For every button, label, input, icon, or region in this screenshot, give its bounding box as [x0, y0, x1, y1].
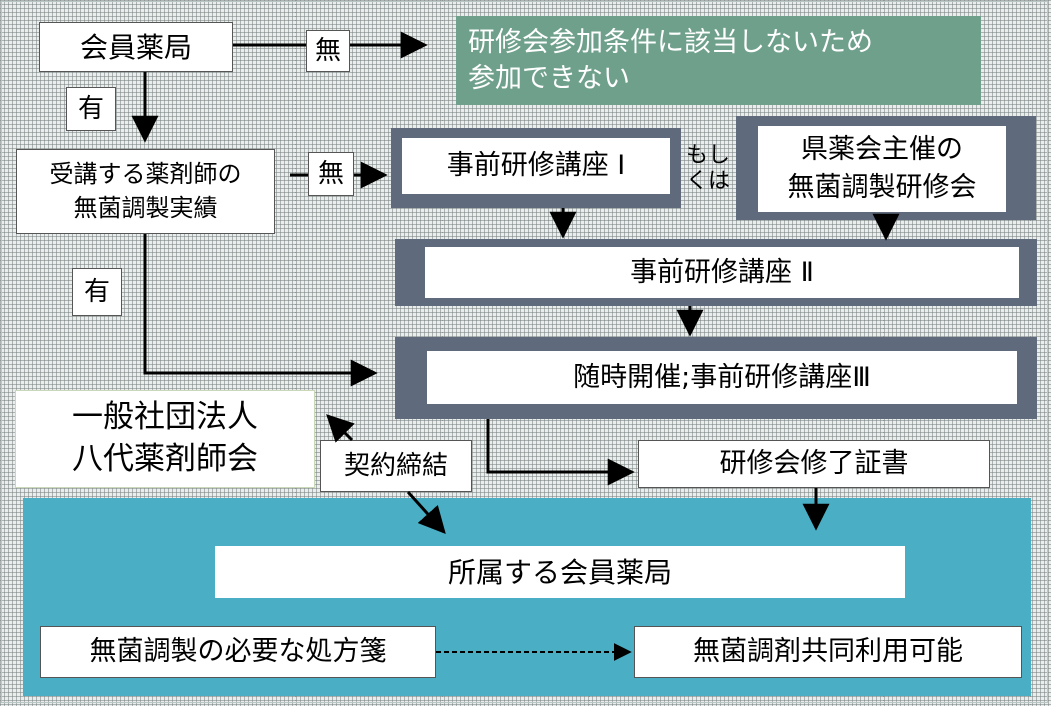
node-yatsushiro-association: 一般社団法人 八代薬剤師会: [15, 390, 315, 488]
node-yatsushiro-association-label: 一般社団法人 八代薬剤師会: [72, 399, 258, 477]
node-prescription-label: 無菌調製の必要な処方箋: [89, 636, 387, 668]
node-course-3-label: 随時開催;事前研修講座Ⅲ: [573, 361, 871, 393]
node-affiliated-pharmacy: 所属する会員薬局: [215, 546, 905, 598]
node-not-eligible: 研修会参加条件に該当しないため 参加できない: [456, 16, 981, 105]
connector-contract-pharmacy: [406, 490, 446, 535]
node-pharmacist-record-label: 受講する薬剤師の 無菌調製実績: [49, 159, 242, 222]
label-yes-1: 有: [66, 87, 116, 131]
node-certificate: 研修会修了証書: [638, 440, 990, 488]
node-pharmacist-record: 受講する薬剤師の 無菌調製実績: [16, 149, 275, 234]
grid-line: [0, 320, 1051, 321]
node-course-1: 事前研修講座 Ⅰ: [391, 128, 681, 208]
label-no-2: 無: [308, 152, 354, 196]
node-certificate-label: 研修会修了証書: [719, 448, 909, 480]
node-prefecture-course: 県薬会主催の 無菌調製研修会: [736, 116, 1036, 220]
connector-record-course3: [143, 234, 378, 387]
node-affiliated-pharmacy-label: 所属する会員薬局: [447, 555, 672, 589]
node-shared-use: 無菌調剤共同利用可能: [634, 626, 1022, 678]
node-member-pharmacy: 会員薬局: [39, 22, 233, 72]
grid-line: [0, 220, 1051, 221]
node-course-2: 事前研修講座 Ⅱ: [395, 239, 1037, 306]
node-course-1-label: 事前研修講座 Ⅰ: [446, 150, 626, 182]
label-contract: 契約締結: [320, 440, 472, 492]
grid-line: [148, 0, 149, 706]
grid-line: [0, 480, 1051, 481]
label-no-1: 無: [306, 30, 350, 72]
node-prescription: 無菌調製の必要な処方箋: [40, 626, 436, 678]
connector-contract-association: [326, 414, 355, 443]
node-shared-use-label: 無菌調剤共同利用可能: [693, 636, 963, 668]
node-course-3: 随時開催;事前研修講座Ⅲ: [395, 337, 1037, 419]
label-yes-2: 有: [72, 268, 122, 316]
node-course-2-label: 事前研修講座 Ⅱ: [630, 256, 814, 288]
label-or: もし くは: [685, 142, 730, 194]
connector-course3-certificate: [486, 419, 635, 486]
grid-line: [295, 0, 296, 706]
node-not-eligible-label: 研修会参加条件に該当しないため 参加できない: [468, 27, 873, 94]
node-prefecture-course-label: 県薬会主催の 無菌調製研修会: [787, 134, 977, 203]
node-member-pharmacy-label: 会員薬局: [79, 30, 192, 64]
